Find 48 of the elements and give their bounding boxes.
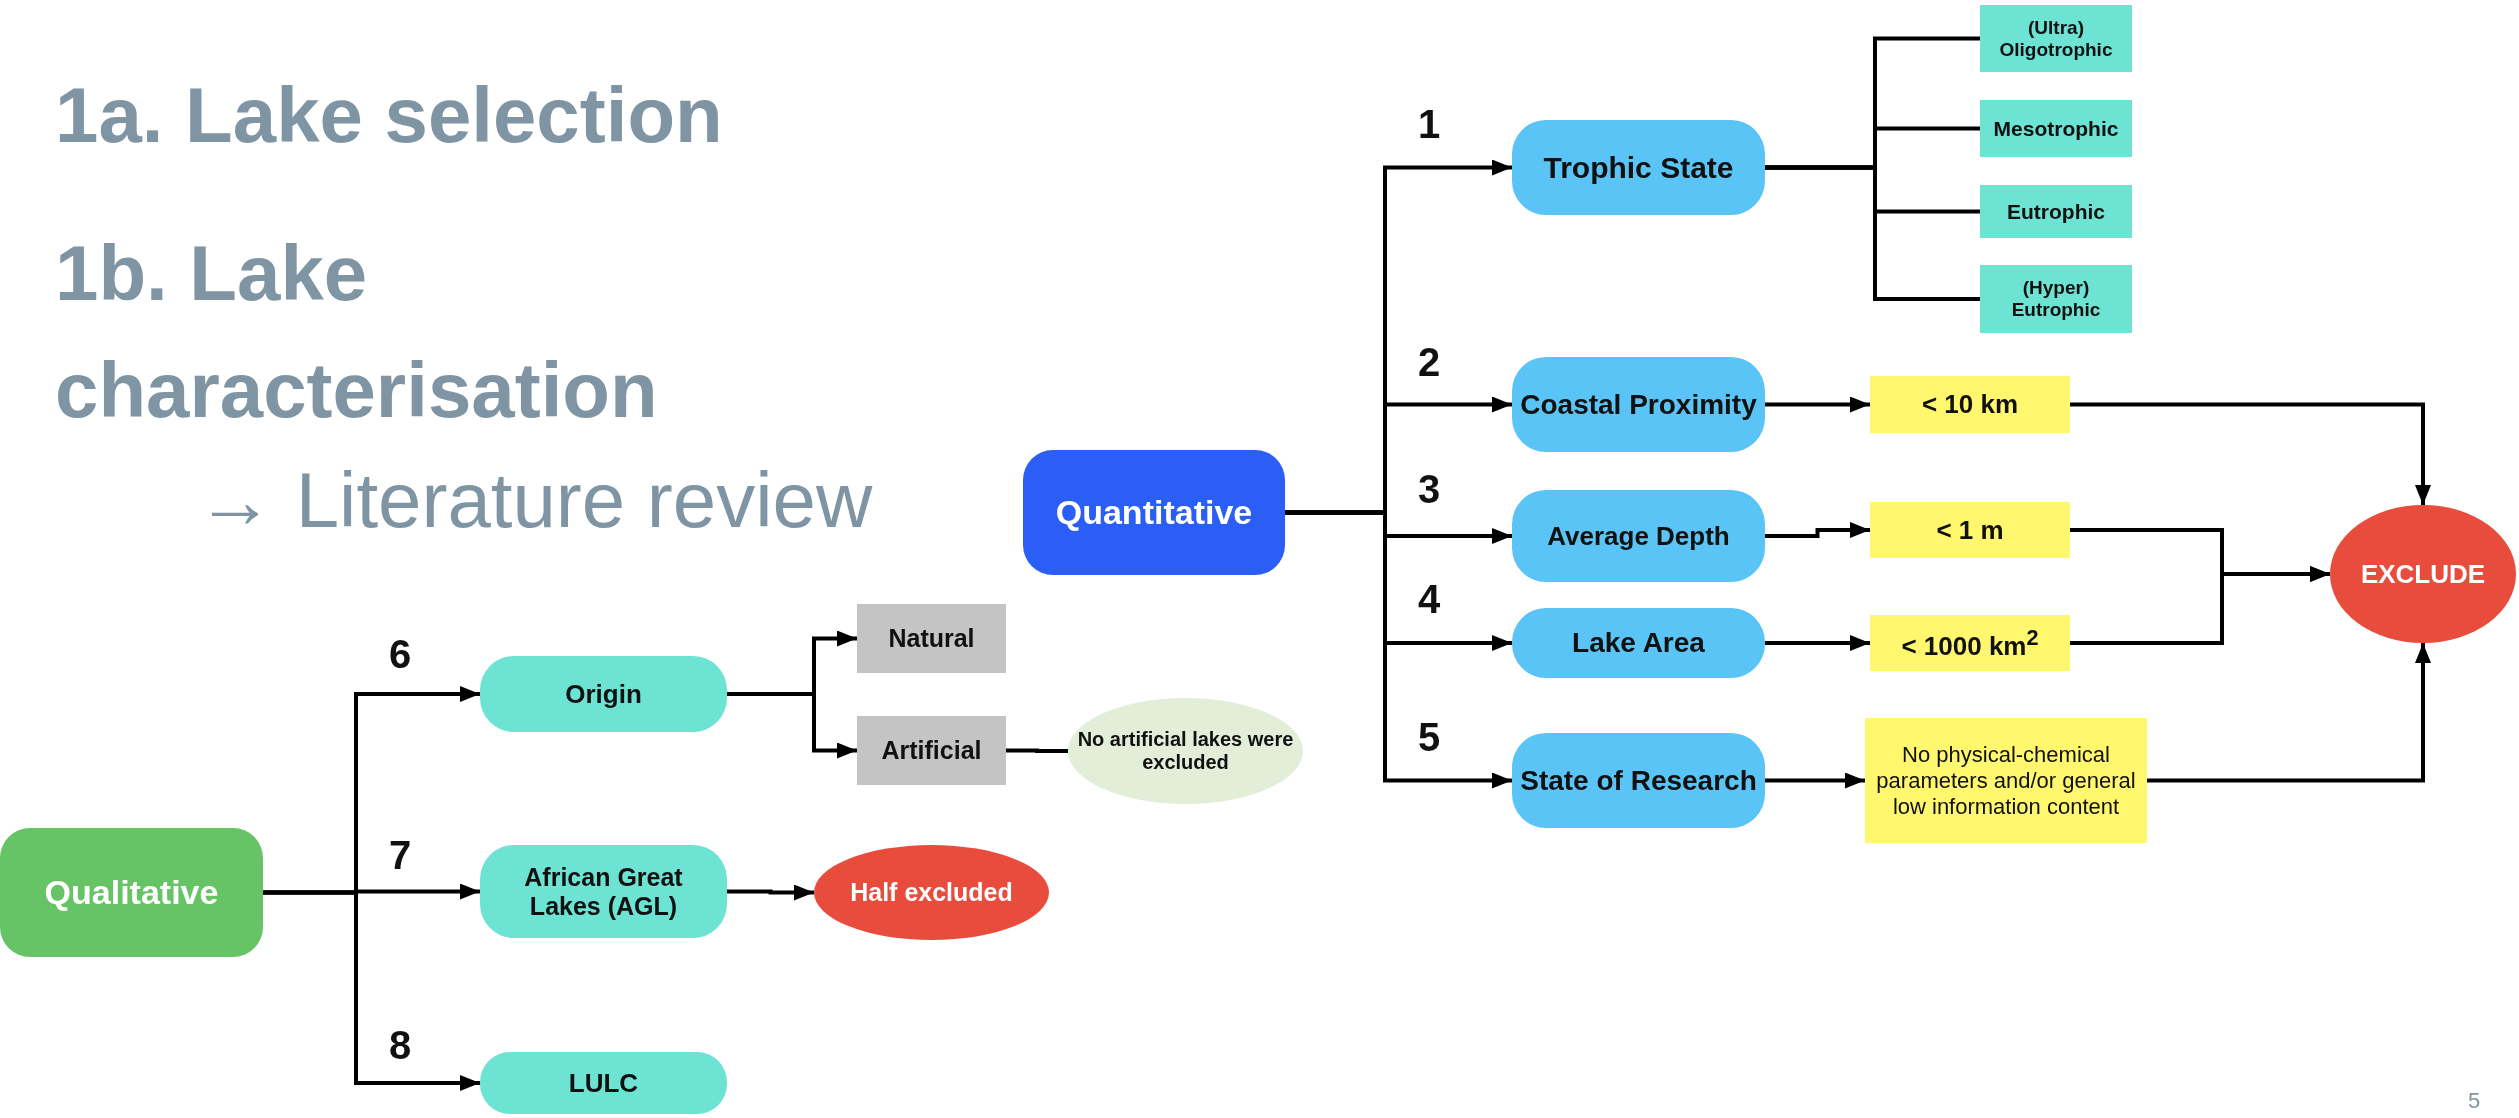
category-box: Qualitative [0,828,263,957]
arrow [2070,402,2431,505]
arrow [727,692,857,759]
arrow [1765,635,1870,651]
arrow [1765,396,1870,413]
criterion-box: Lake Area [1512,608,1765,678]
result-ellipse: Half excluded [814,845,1049,940]
criterion-box: Trophic State [1512,120,1765,215]
step-number: 7 [389,833,412,878]
threshold-box: < 1 m [1870,502,2070,558]
arrow [2070,566,2330,645]
class-box: Mesotrophic [1980,100,2132,157]
step-number: 6 [389,632,412,677]
page-number: 5 [2468,1088,2481,1114]
connector-line [1765,165,1980,301]
arrow [1285,510,1512,789]
criterion-box: LULC [480,1052,727,1114]
arrow [2147,643,2431,783]
threshold-box: No physical-chemical parameters and/or general low information content [1865,718,2147,843]
criterion-box: State of Research [1512,733,1765,828]
criterion-box: Average Depth [1512,490,1765,582]
note-ellipse: No artificial lakes were excluded [1068,698,1303,804]
criterion-box: Origin [480,656,727,732]
option-box: Natural [857,604,1006,673]
step-number: 4 [1418,577,1441,622]
connector-line [1006,748,1068,753]
class-box: (Ultra) Oligotrophic [1980,5,2132,72]
exclude-ellipse: EXCLUDE [2330,505,2516,643]
class-box: (Hyper) Eutrophic [1980,265,2132,333]
subheading: → Literature review [196,455,873,546]
step-number: 8 [389,1023,412,1068]
step-number: 5 [1418,715,1441,760]
option-box: Artificial [857,716,1006,785]
heading: 1b. Lake characterisation [55,228,659,436]
step-number: 2 [1418,340,1441,385]
arrow [1765,772,1865,789]
step-number: 3 [1418,467,1441,512]
class-box: Eutrophic [1980,185,2132,238]
arrow [727,884,814,901]
threshold-box: < 10 km [1870,376,2070,433]
threshold-box: < 1000 km$^{2}$ [1870,615,2070,671]
criterion-box: African Great Lakes (AGL) [480,845,727,938]
arrow [1765,522,1870,538]
arrow [263,890,480,1091]
criterion-box: Coastal Proximity [1512,357,1765,452]
heading: 1a. Lake selection [55,70,723,161]
category-box: Quantitative [1023,450,1285,575]
step-number: 1 [1418,102,1441,147]
